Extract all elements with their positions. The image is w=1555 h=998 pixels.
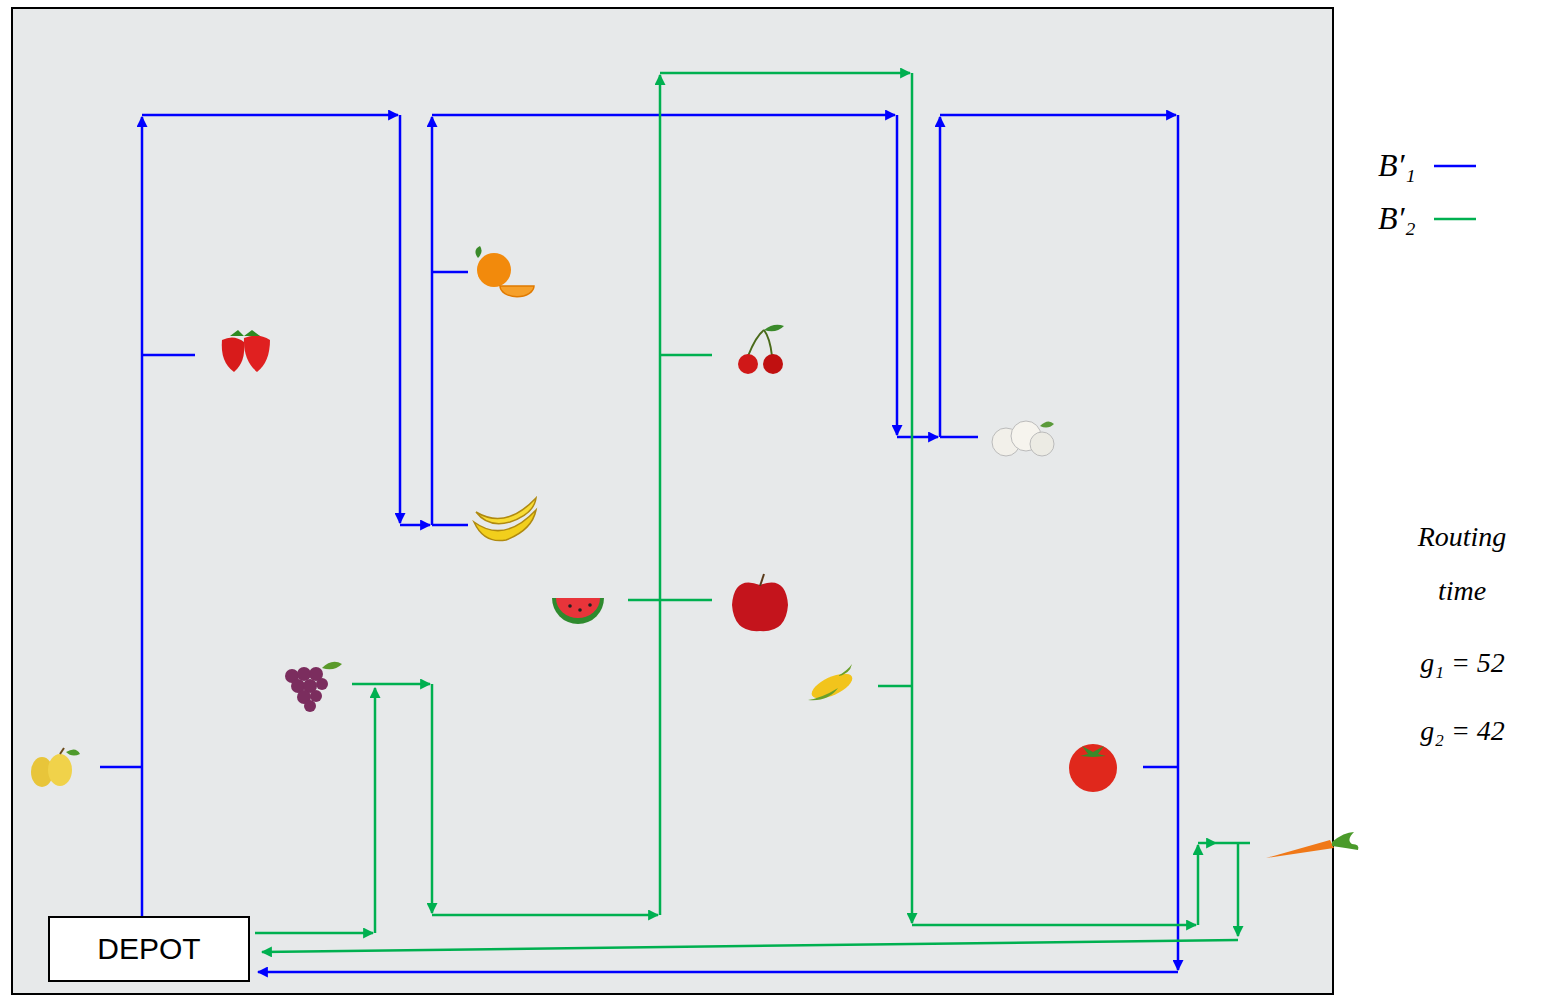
depot-label: DEPOT: [97, 932, 200, 966]
routing-label: Routing time: [1397, 512, 1527, 620]
legend-swatch: [1432, 213, 1478, 225]
product-icons: [31, 246, 1358, 858]
depot-box: DEPOT: [48, 916, 250, 982]
legend-entry: B′₁: [1378, 147, 1478, 184]
routing-label: g₁ = 52: [1380, 645, 1545, 685]
legend-entry: B′₂: [1378, 200, 1478, 237]
route-b1: [100, 115, 1178, 972]
legend-text: B′₁: [1378, 147, 1416, 184]
route-b2: [255, 73, 1250, 952]
legend-swatch: [1432, 160, 1478, 172]
routing-label: g₂ = 42: [1380, 713, 1545, 753]
label-text: g₂ = 42: [1420, 715, 1505, 746]
label-text: g₁ = 52: [1420, 647, 1505, 678]
label-text: Routing time: [1418, 521, 1507, 606]
warehouse-floor: [12, 8, 1333, 994]
legend-text: B′₂: [1378, 200, 1416, 237]
